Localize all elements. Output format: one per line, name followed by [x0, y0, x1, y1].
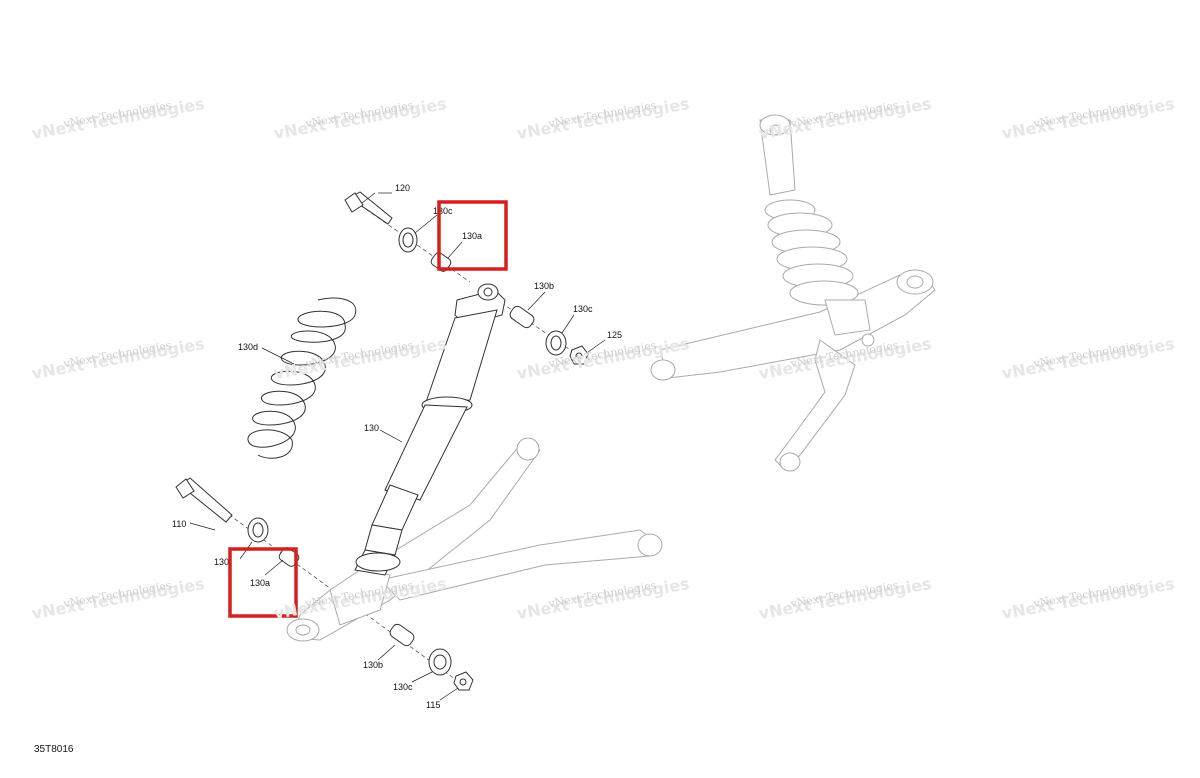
- label-130: 130: [364, 423, 379, 433]
- label-130c-right: 130c: [573, 304, 593, 314]
- highlight-box-130a-bottom: [228, 547, 298, 618]
- bushing-130c-top: [398, 227, 418, 253]
- label-110: 110: [172, 519, 186, 529]
- leader-lines: [189, 192, 606, 701]
- sleeve-130b-bottom: [389, 623, 415, 647]
- bushing-130c-bottom: [428, 648, 452, 676]
- assembled-shock-view: [650, 114, 936, 472]
- label-130-bottom: 130: [214, 557, 229, 567]
- bushing-130c-bottom-left: [247, 517, 269, 543]
- label-120: 120: [395, 183, 410, 193]
- assembled-spring: [767, 212, 859, 306]
- coil-spring-130d: [247, 297, 357, 459]
- bushing-130c-right: [545, 330, 567, 356]
- label-130b-top: 130b: [534, 281, 554, 291]
- label-130c-bottom: 130c: [393, 682, 413, 692]
- a-arm: [286, 437, 663, 642]
- label-130c-top: 130c: [433, 206, 453, 216]
- label-115: 115: [426, 700, 440, 710]
- label-130a-top: 130a: [462, 231, 482, 241]
- sleeve-130b-top: [509, 305, 535, 329]
- reference-code: 35T8016: [34, 744, 74, 755]
- label-130a-bottom: 130a: [250, 578, 270, 588]
- label-130b-bottom: 130b: [363, 660, 383, 670]
- highlight-box-130a-top: [437, 200, 508, 271]
- nut-125: [569, 345, 589, 365]
- label-130d: 130d: [238, 342, 258, 352]
- shock-absorber-130: [354, 283, 506, 576]
- sleeve-130a-top: [430, 252, 452, 272]
- label-125: 125: [607, 330, 622, 340]
- top-bolt-120: [344, 191, 393, 225]
- nut-115: [453, 671, 474, 691]
- bottom-bolt-110: [175, 477, 233, 523]
